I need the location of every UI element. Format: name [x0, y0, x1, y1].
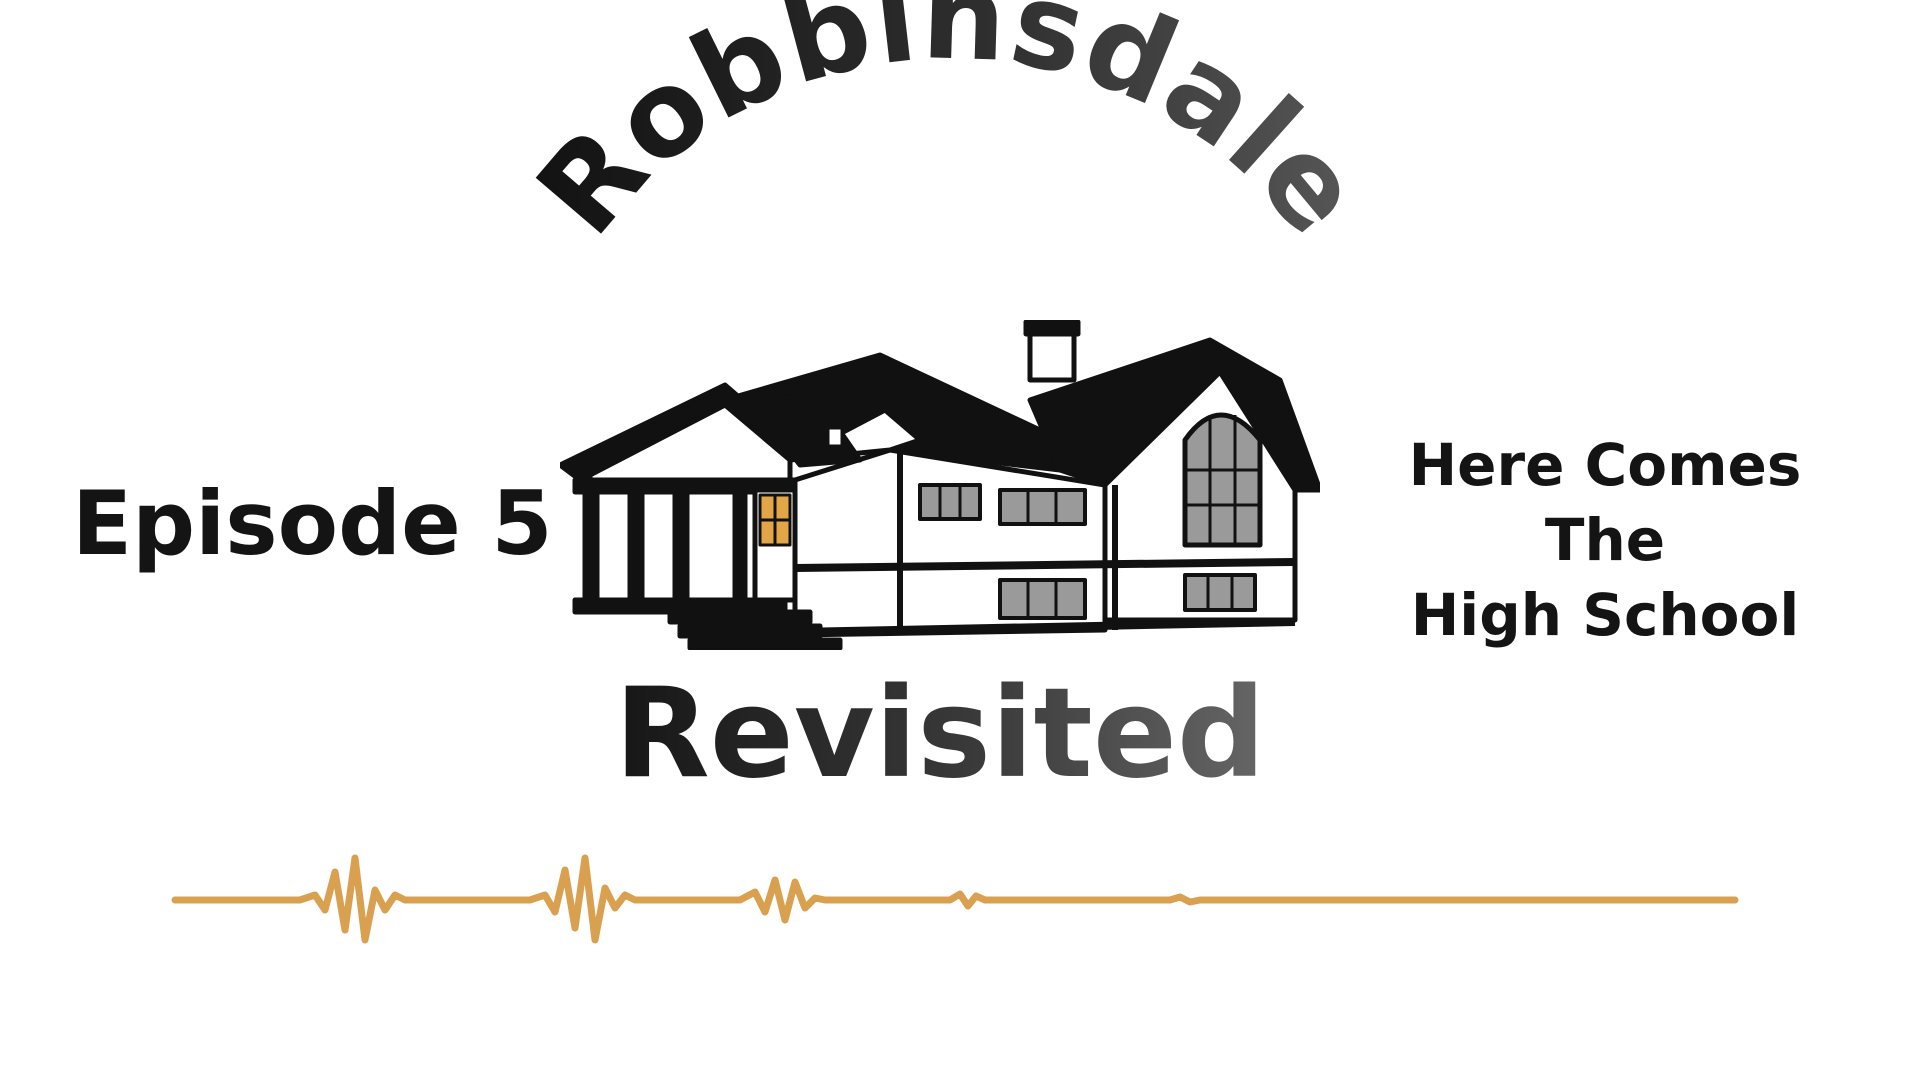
subtitle-line-2: The [1544, 506, 1666, 574]
episode-subtitle: Here Comes The High School [1360, 428, 1850, 653]
arc-title-text: Robbinsdale [510, 0, 1390, 260]
house-icon [560, 320, 1320, 650]
subtitle-line-1: Here Comes [1408, 431, 1802, 499]
subtitle-line-3: High School [1410, 581, 1800, 649]
waveform-icon [171, 854, 1739, 944]
episode-label: Episode 5 [72, 472, 553, 575]
logo-bottom-title: Revisited [560, 672, 1320, 796]
